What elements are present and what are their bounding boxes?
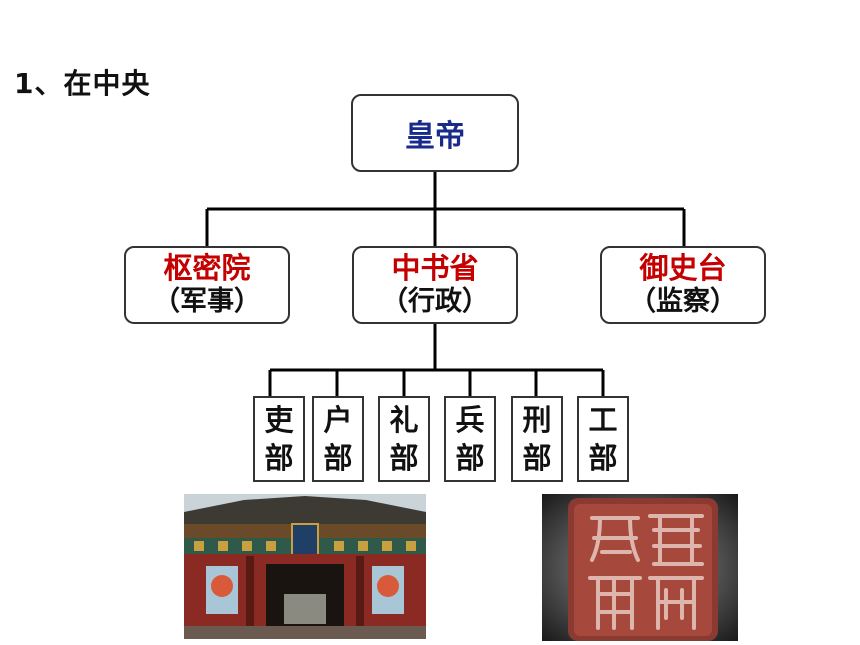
ministry-char: 部 [455, 441, 485, 475]
government-building-photo [184, 494, 426, 639]
ministry-char: 部 [323, 441, 353, 475]
ministry-char: 礼 [389, 403, 419, 437]
ministry-box: 兵 部 [444, 396, 496, 482]
department-role: （行政） [381, 286, 489, 317]
ministry-box: 户 部 [312, 396, 364, 482]
ministry-char: 部 [522, 441, 552, 475]
ministry-box: 刑 部 [511, 396, 563, 482]
department-role: （军事） [153, 286, 261, 317]
emperor-label: 皇帝 [405, 119, 465, 154]
ministry-box: 吏 部 [253, 396, 305, 482]
bronze-seal-photo [542, 494, 738, 641]
department-role: （监察） [629, 286, 737, 317]
ministry-char: 部 [588, 441, 618, 475]
department-name: 中书省 [391, 251, 479, 285]
emperor-box: 皇帝 [351, 94, 519, 172]
ministry-box: 工 部 [577, 396, 629, 482]
department-box-secretariat: 中书省 （行政） [352, 246, 518, 324]
ministry-char: 部 [389, 441, 419, 475]
ministry-char: 户 [323, 403, 353, 437]
ministry-char: 兵 [455, 403, 485, 437]
ministry-char: 吏 [264, 403, 294, 437]
ministry-box: 礼 部 [378, 396, 430, 482]
department-name: 枢密院 [163, 251, 251, 285]
department-name: 御史台 [639, 251, 727, 285]
department-box-privy-council: 枢密院 （军事） [124, 246, 290, 324]
ministry-char: 工 [588, 403, 618, 437]
ministry-char: 部 [264, 441, 294, 475]
department-box-censorate: 御史台 （监察） [600, 246, 766, 324]
ministry-char: 刑 [522, 403, 552, 437]
page-heading: 1、在中央 [14, 67, 151, 100]
